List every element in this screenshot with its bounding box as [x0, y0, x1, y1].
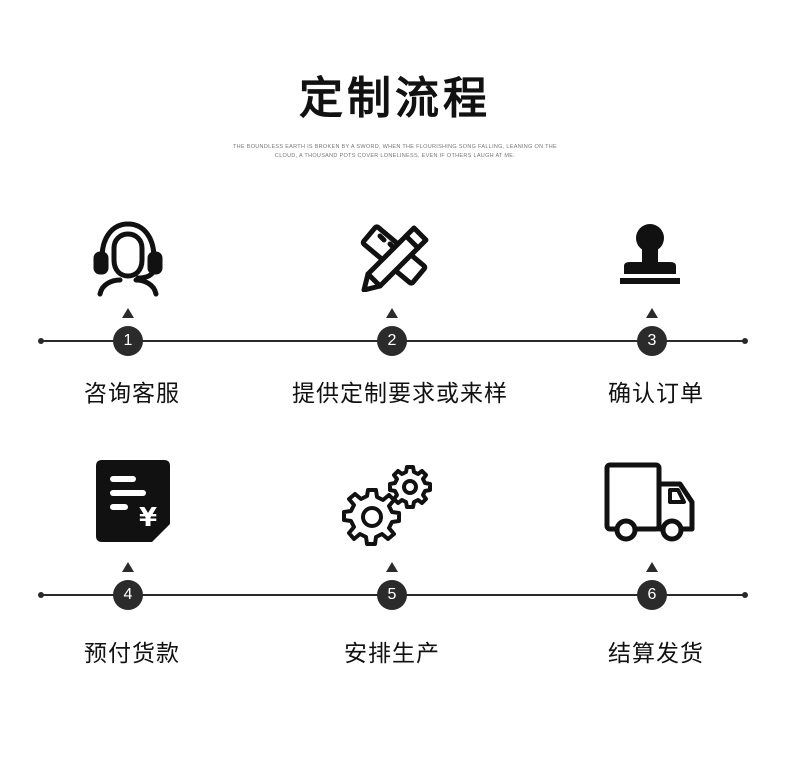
step-5-pointer: [386, 562, 398, 572]
customer-service-headset-icon: [92, 218, 164, 302]
step-1-pointer: [122, 308, 134, 318]
step-4-label: 预付货款: [84, 641, 180, 667]
subtitle-line-1: THE BOUNDLESS EARTH IS BROKEN BY A SWORD…: [233, 144, 557, 150]
step-2-pointer: [386, 308, 398, 318]
stamp-icon: [618, 222, 682, 292]
timeline-row-1-start-dot: [38, 338, 44, 344]
step-6-number: 6: [637, 580, 667, 610]
step-3-label: 确认订单: [608, 381, 704, 407]
step-3-pointer: [646, 308, 658, 318]
svg-text:¥: ¥: [139, 503, 157, 533]
step-1-label: 咨询客服: [84, 381, 180, 407]
step-1-number: 1: [113, 326, 143, 356]
step-2-label: 提供定制要求或来样: [292, 381, 508, 407]
step-6-label: 结算发货: [608, 641, 704, 667]
step-3-number: 3: [637, 326, 667, 356]
step-4-number: 4: [113, 580, 143, 610]
step-4-pointer: [122, 562, 134, 572]
gears-icon: [342, 464, 434, 550]
step-2-number: 2: [377, 326, 407, 356]
timeline-row-2-start-dot: [38, 592, 44, 598]
step-5-number: 5: [377, 580, 407, 610]
subtitle-line-2: CLOUD, A THOUSAND POTS COVER LONELINESS,…: [274, 153, 516, 159]
step-5-label: 安排生产: [344, 641, 440, 667]
timeline-row-2-end-dot: [742, 592, 748, 598]
timeline-row-1-end-dot: [742, 338, 748, 344]
delivery-truck-icon: [604, 462, 696, 548]
page-title: 定制流程: [299, 73, 491, 124]
pencil-ruler-icon: [356, 222, 432, 296]
step-6-pointer: [646, 562, 658, 572]
bill-payment-icon: ¥: [96, 460, 170, 546]
